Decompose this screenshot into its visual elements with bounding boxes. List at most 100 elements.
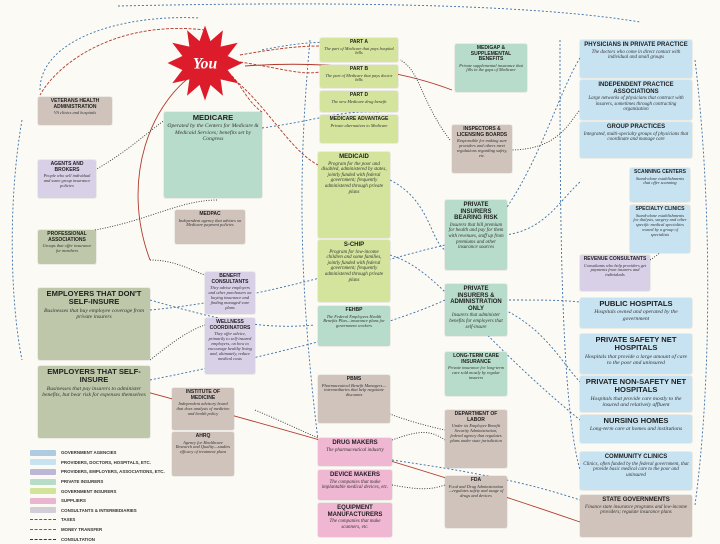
legend-label: Consultation	[61, 536, 95, 542]
equipment-box: Equipment Manufacturers The companies th…	[318, 503, 392, 537]
box-desc: Large networks of physicians that contra…	[588, 96, 684, 113]
box-title: AHRQ	[195, 433, 211, 439]
legend-line	[30, 529, 56, 531]
specialty-box: Specialty Clinics Stand-alone establishm…	[630, 205, 690, 253]
money-line	[504, 57, 581, 211]
va-box: Veterans Health Administration VA clinic…	[38, 97, 112, 125]
legend-swatch	[30, 459, 56, 466]
legend-row: Private Insurers	[30, 477, 150, 487]
money-line	[261, 111, 381, 129]
group-practices-box: Group Practices Integrated, multi-specia…	[580, 122, 692, 158]
legend-label: Consultants & Intermediaries	[61, 507, 137, 513]
box-desc: Independent advisory board that does ana…	[176, 401, 230, 416]
revenue-box: Revenue Consultants Consultants who help…	[580, 255, 650, 291]
box-desc: Operated by the Centers for Medicare & M…	[167, 123, 259, 142]
box-desc: Groups that offer insurance for members	[42, 243, 92, 253]
professional-box: Professional Associations Groups that of…	[38, 230, 96, 264]
physicians-private-box: Physicians in Private Practice The docto…	[580, 40, 692, 78]
state-gov-box: State Governments Finance state insuranc…	[580, 495, 692, 537]
drug-makers-box: Drug Makers The pharmaceutical industry	[318, 438, 392, 466]
box-title: Nursing Homes	[603, 416, 669, 425]
legend-row: Providers, Employers, Associations, etc.	[30, 467, 165, 477]
box-desc: The Federal Employees Health Benefits Pl…	[323, 313, 385, 329]
part-b-box: Part B The part of Medicare that pays do…	[320, 65, 398, 88]
box-desc: The pharmaceutical industry	[326, 447, 384, 453]
box-title: Specialty Clinics	[635, 206, 685, 212]
consultation-line	[149, 324, 206, 361]
box-title: Community Clinics	[604, 454, 668, 460]
money-line	[504, 181, 581, 236]
consultation-line	[94, 199, 219, 231]
box-title: Medicaid	[339, 154, 369, 160]
you-star-shape	[167, 25, 243, 101]
agents-box: Agents and Brokers People who sell indiv…	[38, 160, 96, 198]
legend-swatch	[30, 449, 56, 456]
scanning-box: Scanning Centers Stand-alone establishme…	[630, 168, 690, 202]
pbms-box: PBMs Pharmaceutical Benefit Managers—int…	[318, 375, 390, 423]
box-desc: They advise employers and other purchase…	[208, 285, 252, 310]
tax-line	[234, 79, 319, 166]
box-desc: Hospitals owned and operated by the gove…	[594, 309, 678, 322]
legend-line	[30, 538, 56, 540]
medicare-advantage-box: Medicare Advantage Private alternatives …	[320, 115, 398, 143]
money-line	[389, 179, 446, 251]
box-title: Part B	[349, 66, 369, 72]
box-title: Part A	[349, 39, 369, 45]
box-title: Group Practices	[606, 124, 666, 130]
money-line	[694, 59, 709, 506]
private-admin-box: Private Insurers & Administration Only I…	[445, 284, 507, 336]
tax-line	[239, 61, 321, 74]
box-title: Private Safety Net Hospitals	[595, 335, 677, 353]
money-line	[504, 299, 581, 303]
legend-row: Providers, Doctors, Hospitals, etc.	[30, 458, 151, 468]
money-line	[389, 254, 581, 421]
money-line	[11, 119, 23, 361]
box-title: Professional Associations	[47, 231, 87, 243]
box-title: Device Makers	[329, 472, 380, 478]
medicaid-box: Medicaid Program for the poor and disabl…	[318, 152, 390, 238]
box-desc: Program for low-income children and some…	[324, 249, 384, 283]
legend-line-row: Money Transfer	[30, 525, 150, 535]
box-desc: Agency for Healthcare Research and Quali…	[175, 439, 231, 455]
consultation-line	[391, 432, 446, 441]
ltc-box: Long-Term Care Insurance Private insuran…	[445, 352, 507, 396]
benefit-consultants-box: Benefit Consultants They advise employer…	[205, 272, 255, 314]
legend-swatch	[30, 468, 56, 475]
box-desc: The part of Medicare that pays hospital …	[324, 45, 394, 56]
private-risk-box: Private Insurers Bearing Risk Insurers t…	[445, 200, 507, 270]
box-title: Agents and Brokers	[50, 161, 84, 173]
legend-label: Government Agencies	[61, 450, 117, 456]
consultation-line	[399, 59, 451, 141]
iom-box: Institute of Medicine Independent adviso…	[172, 388, 234, 430]
legend-label: Money Transfer	[61, 527, 103, 533]
box-title: Wellness Coordinators	[209, 319, 251, 331]
box-title: FDA	[470, 477, 482, 483]
money-line	[391, 459, 581, 501]
fehbp-box: FEHBP The Federal Employees Health Benef…	[318, 306, 390, 346]
box-desc: Stand-alone establishments for dialysis,…	[633, 212, 687, 238]
box-desc: Hospitals that provide a large amount of…	[584, 353, 688, 366]
box-title: Public Hospitals	[599, 299, 673, 308]
medigap-box: Medigap & Supplemental Benefits Private …	[455, 44, 527, 92]
box-desc: Long-term care at homes and institutions	[589, 426, 683, 433]
legend: Government Agencies Providers, Doctors, …	[30, 448, 165, 544]
wellness-box: Wellness Coordinators They offer advice,…	[205, 318, 255, 374]
tax-line	[137, 69, 201, 261]
box-title: S-CHIP	[343, 242, 365, 248]
box-desc: Food and Drug Administration—regulates s…	[448, 483, 504, 499]
tax-line	[224, 69, 263, 113]
ipa-box: Independent Practice Associations Large …	[580, 80, 692, 120]
box-title: Scanning Centers	[634, 169, 686, 175]
money-line	[149, 244, 446, 311]
box-title: Private Non-Safety Net Hospitals	[585, 377, 687, 395]
legend-label: Taxes	[61, 517, 76, 523]
box-desc: Independent agency that advises on Medic…	[178, 217, 242, 228]
tax-line	[239, 45, 321, 56]
device-makers-box: Device Makers The companies that make im…	[318, 470, 392, 500]
box-title: Department of Labor	[454, 411, 498, 423]
legend-swatch	[30, 488, 56, 495]
box-title: Private Insurers & Administration Only	[450, 286, 502, 312]
legend-row: Government Agencies	[30, 448, 150, 458]
consultation-line	[94, 119, 166, 171]
